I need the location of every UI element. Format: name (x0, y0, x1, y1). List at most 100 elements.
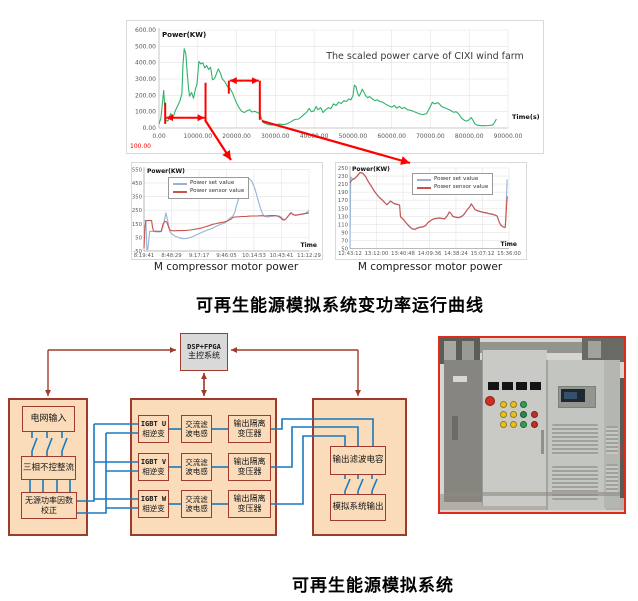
svg-text:0.00: 0.00 (143, 125, 157, 132)
svg-text:12:43:12: 12:43:12 (338, 251, 362, 257)
x-axis-label: Time(s) (512, 113, 540, 121)
legend-entry-set: Power set value (417, 176, 488, 183)
legend-label: Power sensor value (434, 184, 489, 191)
photo-left-cabinet-slot (452, 416, 458, 440)
svg-text:230: 230 (338, 174, 349, 180)
capacitor-label: 输出滤波电容 (332, 455, 384, 466)
pfc-label-1: 无源功率因数 (25, 495, 73, 505)
series-power-set-value (143, 178, 310, 251)
svg-text:20000.00: 20000.00 (222, 133, 251, 140)
transformer-label-1: 输出隔离 (233, 494, 266, 504)
legend: Power set value Power sensor value (412, 173, 494, 195)
svg-text:500.00: 500.00 (135, 43, 156, 50)
svg-text:550: 550 (132, 167, 143, 173)
inductor-label-1: 交流滤 (185, 458, 208, 467)
figure2-caption: 可再生能源模拟系统 (292, 576, 454, 596)
inductor-label-2: 波电感 (185, 429, 208, 438)
isolation-transformer-box-1: 输出隔离 变压器 (228, 415, 271, 443)
legend-label: Power set value (190, 180, 235, 186)
rectifier-box: 三相不控整流 (21, 456, 76, 480)
photo-hmi-screen-content (564, 392, 577, 399)
sensor-value-line-sample (173, 190, 187, 193)
chart-title-afternoon: M compressor motor power (357, 261, 503, 273)
wind-farm-chart-svg: 600.00500.00400.00300.00200.00100.000.00… (130, 27, 540, 150)
pfc-label-2: 校正 (41, 505, 57, 515)
photo-button-yellow (510, 421, 517, 428)
dsp-label-en: DSP+FPGA (187, 343, 221, 351)
photo-ceiling-beam (440, 342, 624, 353)
svg-text:40000.00: 40000.00 (300, 133, 329, 140)
photo-window-pane (462, 341, 474, 361)
negative-axis-label: 100.00 (130, 143, 151, 150)
y-axis-label: Power(KW) (162, 31, 206, 39)
x-axis-label: Time (501, 241, 517, 248)
svg-text:60000.00: 60000.00 (377, 133, 406, 140)
photo-left-cabinet-label (453, 376, 467, 382)
svg-text:14:09:36: 14:09:36 (418, 251, 442, 257)
svg-text:-50: -50 (133, 249, 142, 255)
photo-meter (502, 382, 513, 390)
transformer-label-2: 变压器 (237, 467, 262, 476)
photo-control-cabinet (482, 350, 547, 506)
svg-text:50: 50 (135, 235, 142, 241)
isolation-transformer-box-3: 输出隔离 变压器 (228, 490, 271, 518)
photo-button-yellow (500, 411, 507, 418)
photo-button-yellow (510, 401, 517, 408)
svg-text:190: 190 (338, 190, 349, 196)
svg-text:11:12:29: 11:12:29 (297, 253, 321, 259)
svg-text:110: 110 (338, 222, 349, 228)
system-output-box: 模拟系统输出 (330, 494, 386, 521)
inductor-label-1: 交流滤 (185, 420, 208, 429)
chart-title-morning: M compressor motor power (153, 261, 299, 273)
legend-entry-sensor: Power sensor value (417, 184, 489, 191)
transformer-label-2: 变压器 (237, 429, 262, 438)
set-value-line-sample (417, 178, 431, 181)
photo-button-yellow (500, 401, 507, 408)
photo-meter (488, 382, 499, 390)
svg-text:8:48:29: 8:48:29 (161, 253, 181, 259)
pfc-box: 无源功率因数 校正 (21, 492, 77, 519)
set-value-line-sample (173, 182, 187, 185)
igbt-u-box: IGBT U 相逆变 (138, 415, 169, 443)
ac-filter-inductor-box-3: 交流滤 波电感 (181, 490, 212, 518)
photo-cabinet-shadow (444, 492, 620, 496)
igbt-v-box: IGBT V 相逆变 (138, 453, 169, 481)
photo-button-red (531, 421, 538, 428)
transformer-label-2: 变压器 (237, 504, 262, 513)
igbt-u-label-1: IGBT U (140, 420, 167, 429)
igbt-w-label-2: 相逆变 (142, 503, 165, 513)
grid-input-label: 电网输入 (30, 413, 67, 424)
svg-text:50000.00: 50000.00 (339, 133, 368, 140)
dsp-label-cn: 主控系统 (188, 351, 220, 361)
inductor-label-2: 波电感 (185, 504, 208, 513)
svg-text:13:12:00: 13:12:00 (365, 251, 389, 257)
y-axis-label: Power(KW) (352, 166, 390, 173)
svg-text:150: 150 (132, 222, 143, 228)
legend-label: Power sensor value (190, 188, 245, 195)
legend-label: Power set value (434, 176, 479, 182)
photo-button-yellow (510, 411, 517, 418)
figure1-caption: 可再生能源模拟系统变功率运行曲线 (196, 296, 484, 316)
sensor-value-line-sample (417, 186, 431, 189)
svg-text:250: 250 (132, 208, 143, 214)
transformer-label-1: 输出隔离 (233, 457, 266, 467)
svg-text:150: 150 (338, 206, 349, 212)
chart-title: The scaled power carve of CIXI wind farm (325, 51, 524, 62)
photo-meter (530, 382, 541, 390)
svg-text:15:07:12: 15:07:12 (471, 251, 495, 257)
svg-text:8:19:41: 8:19:41 (134, 253, 154, 259)
photo-emergency-button (485, 396, 495, 406)
inductor-label-2: 波电感 (185, 467, 208, 476)
legend-entry-sensor: Power sensor value (173, 188, 245, 195)
photo-button-yellow (500, 421, 507, 428)
svg-text:80000.00: 80000.00 (455, 133, 484, 140)
svg-text:300.00: 300.00 (135, 76, 156, 83)
svg-text:15:36:00: 15:36:00 (497, 251, 521, 257)
legend-entry-set: Power set value (173, 180, 244, 187)
svg-text:9:46:05: 9:46:05 (216, 253, 236, 259)
transformer-label-1: 输出隔离 (233, 419, 266, 429)
tick-labels: 600.00500.00400.00300.00200.00100.000.00… (135, 27, 522, 140)
